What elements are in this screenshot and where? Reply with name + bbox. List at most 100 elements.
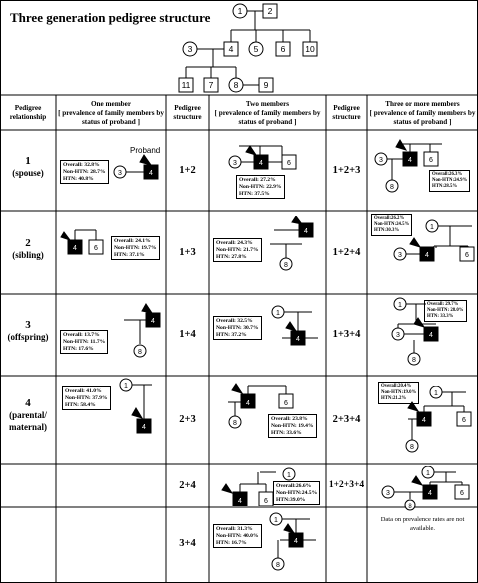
node-5: [248, 41, 264, 57]
svg-text:1: 1: [238, 6, 243, 16]
prevalence-box: Overall: 24.1%Non-HTN: 19.7%HTN: 37.1%: [111, 236, 160, 261]
svg-text:10: 10: [305, 44, 315, 54]
svg-text:11: 11: [182, 80, 191, 90]
svg-text:6: 6: [94, 245, 98, 252]
svg-text:1: 1: [287, 472, 291, 479]
page-title: Three generation pedigree structure: [10, 10, 211, 25]
node-8: [228, 77, 244, 93]
svg-text:4: 4: [246, 400, 250, 407]
three-generation-tree: 1 2 3 4 5 6 10 11 7 8 9: [178, 3, 318, 93]
svg-text:7: 7: [209, 80, 214, 90]
pedigree-4-parental: 1 4: [119, 378, 152, 434]
svg-text:5: 5: [254, 44, 259, 54]
prevalence-box: Overall: 31.3%Non-HTN: 40.0%HTN: 16.7%: [213, 524, 262, 549]
pedigree-2-4: 4 6: [221, 471, 276, 506]
node-6: [275, 41, 291, 57]
structure-label: 1+2+4: [332, 247, 361, 258]
svg-text:4: 4: [149, 170, 153, 177]
node-11: [178, 77, 194, 93]
prevalence-box: Overall:26.6%Non-HTN:24.5%HTN:39.0%: [273, 481, 321, 506]
header-pedigree-structure-2: Pedigree structure: [332, 104, 361, 121]
pedigree-1-2-3: 3 4 6 8: [374, 139, 442, 193]
svg-text:1: 1: [124, 383, 128, 390]
structure-label: 2+3: [179, 414, 196, 425]
header-two-members: Two members [ prevalence of family membe…: [214, 100, 321, 126]
node-2: [262, 3, 278, 19]
svg-text:8: 8: [412, 357, 416, 364]
pedigree-2-sibling: 4 6: [60, 229, 104, 255]
svg-text:4: 4: [304, 228, 308, 235]
pedigree-1-2-4: 1 3 4 6: [393, 219, 475, 262]
svg-text:4: 4: [73, 245, 77, 252]
svg-text:4: 4: [259, 160, 263, 167]
svg-text:6: 6: [264, 498, 268, 505]
svg-text:4: 4: [429, 332, 433, 339]
svg-text:8: 8: [390, 184, 394, 191]
node-1-circle: 1: [282, 467, 296, 481]
node-7: [203, 77, 219, 93]
svg-text:1: 1: [398, 302, 402, 309]
svg-text:3: 3: [386, 490, 390, 497]
structure-label: 1+2+3: [332, 165, 361, 176]
prevalence-box: Overall: 24.3%Non-HTN: 21.7%HTN: 27.8%: [213, 238, 262, 263]
svg-text:6: 6: [465, 252, 469, 259]
svg-text:8: 8: [276, 562, 280, 569]
header-three-more-members: Three or more members [ prevalence of fa…: [369, 100, 476, 126]
svg-text:8: 8: [234, 80, 239, 90]
pedigree-1-2: 3 4 6: [228, 145, 297, 170]
svg-text:3: 3: [118, 170, 122, 177]
svg-text:4: 4: [238, 498, 242, 505]
svg-text:2: 2: [268, 6, 273, 16]
structure-label: 1+2: [179, 165, 196, 176]
pedigree-1-3-4: 1 3 4 8: [391, 297, 439, 366]
svg-text:4: 4: [425, 252, 429, 259]
pedigree-1-2-3-4: 1 3 4 6 8: [381, 466, 470, 511]
pedigree-2-3-4: 1 4 6 8: [405, 386, 472, 453]
pedigree-1-4: 1 4: [271, 305, 318, 346]
node-9: [258, 77, 274, 93]
svg-text:3: 3: [379, 157, 383, 164]
structure-label: 1+3: [179, 247, 196, 258]
header-one-member: One member [ prevalence of family member…: [58, 100, 164, 126]
svg-text:8: 8: [410, 444, 414, 451]
prevalence-box: Overall: 32.5%Non-HTN: 30.7%HTN: 37.2%: [213, 316, 262, 341]
svg-text:8: 8: [408, 504, 412, 510]
svg-text:Proband: Proband: [130, 146, 160, 155]
svg-text:1: 1: [426, 470, 430, 477]
structure-label: 2+4: [179, 480, 196, 491]
pedigree-3-offspring: 4 8: [124, 303, 161, 358]
svg-text:6: 6: [460, 490, 464, 497]
node-1: [232, 3, 248, 19]
structure-label: 1+4: [179, 329, 196, 340]
prevalence-box: Overall:20.4%Non-HTN:19.0%HTN:21.2%: [378, 382, 420, 404]
svg-text:6: 6: [287, 160, 291, 167]
prevalence-box: Overall: 13.7%Non-HTN: 11.7%HTN: 17.6%: [60, 330, 109, 355]
relationship-offspring: 3(offspring): [7, 319, 49, 343]
structure-label: 1+2+3+4: [328, 480, 365, 490]
svg-text:4: 4: [408, 157, 412, 164]
prevalence-box: Overall:26.3%Non-HTN:24.9%HTN:28.5%: [429, 170, 471, 192]
svg-text:3: 3: [396, 332, 400, 339]
prevalence-box: Overall: 29.7%Non-HTN: 28.0%HTN: 33.3%: [424, 300, 467, 322]
header-pedigree-structure-1: Pedigree structure: [173, 104, 202, 121]
prevalence-box: Overall:26.2%Non-HTN:24.5%HTN:30.3%: [371, 214, 413, 236]
svg-text:8: 8: [233, 420, 237, 427]
svg-text:4: 4: [296, 336, 300, 343]
svg-text:1: 1: [276, 310, 280, 317]
pedigree-1-spouse: Proband 3 4: [113, 146, 160, 180]
svg-text:6: 6: [284, 400, 288, 407]
svg-text:4: 4: [151, 318, 155, 325]
prevalence-box: Overall: 32.8%Non-HTN: 28.7%HTN: 40.8%: [60, 160, 109, 185]
structure-label: 3+4: [179, 538, 196, 549]
node-10: [302, 41, 318, 57]
structure-label: 1+3+4: [332, 329, 361, 340]
node-3: [182, 41, 198, 57]
node-4: [223, 41, 239, 57]
prevalence-box: Overall: 27.2%Non-HTN: 22.9%HTN: 37.5%: [236, 175, 285, 200]
svg-text:1: 1: [274, 517, 278, 524]
svg-text:8: 8: [284, 262, 288, 269]
svg-text:6: 6: [462, 417, 466, 424]
relationship-sibling: 2(sibling): [12, 237, 44, 261]
svg-text:4: 4: [428, 490, 432, 497]
